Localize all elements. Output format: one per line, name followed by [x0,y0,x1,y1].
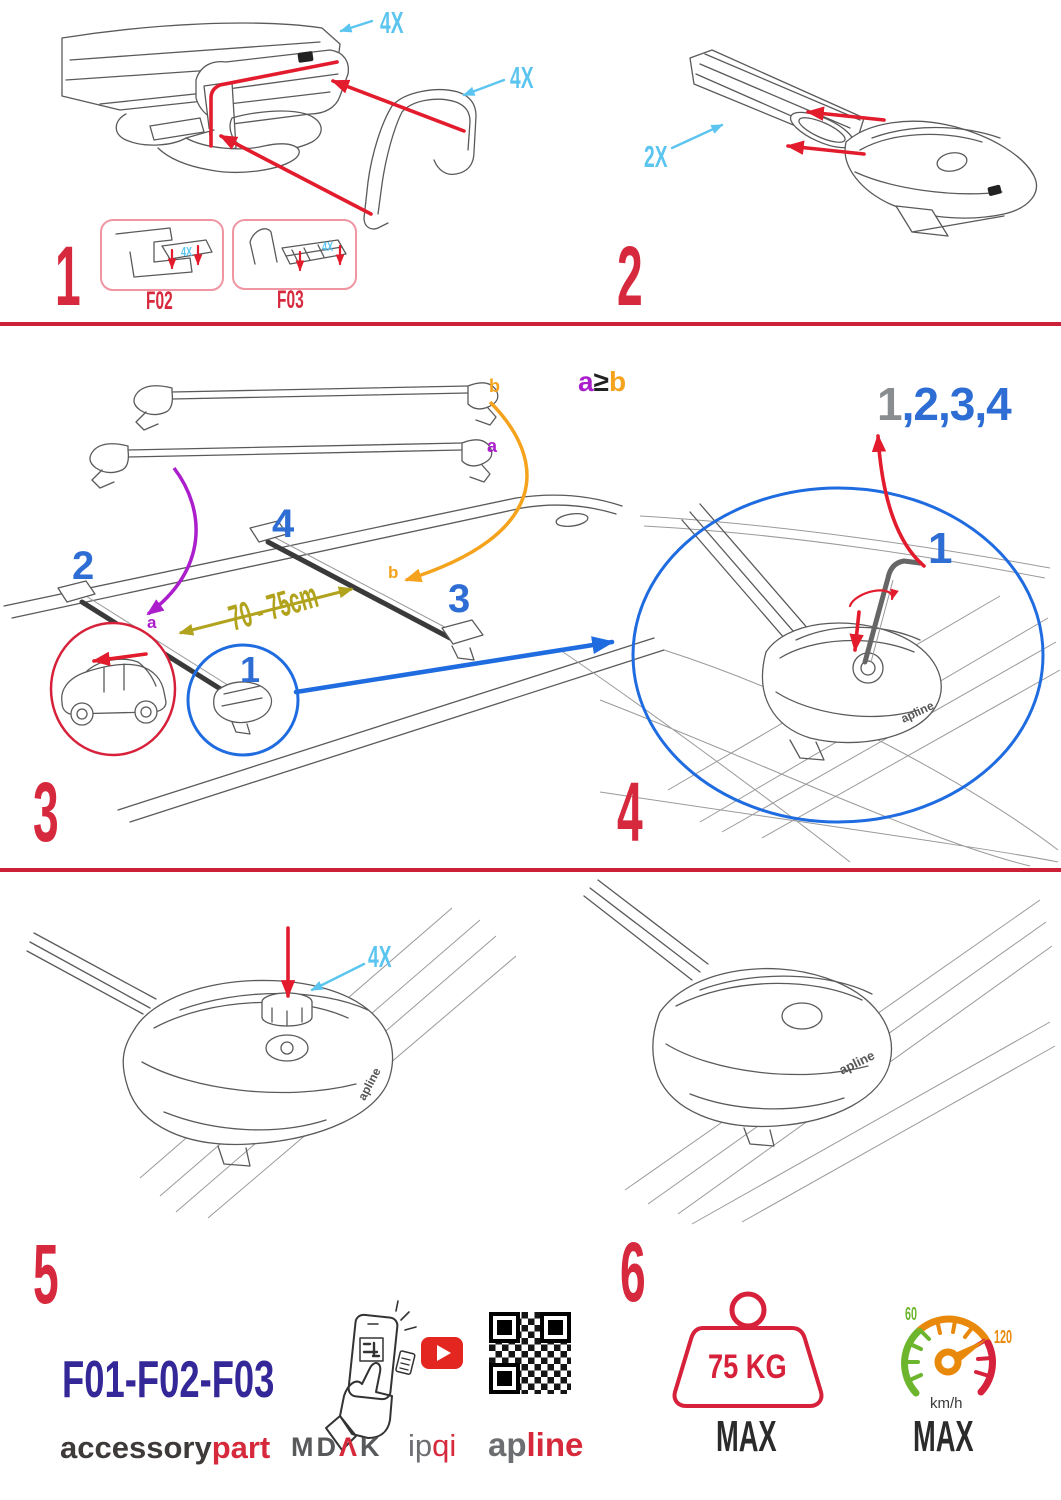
accessorypart-logo-right: part [211,1430,271,1465]
f03-part-box [232,219,357,290]
qr-finder-icon [540,1312,571,1343]
bar-b-label: b [489,376,500,396]
rule-a: a [578,366,594,397]
tighten-sequence: 1,2,3,4 [877,378,1012,430]
weight-max-label: MAX [716,1412,777,1461]
length-rule: a≥b [578,368,626,396]
youtube-icon [421,1337,463,1369]
model-codes: F01-F02-F03 [62,1351,275,1409]
step5-number: 5 [33,1227,59,1321]
step1-cover-qty: 4X [380,5,404,40]
step6-number: 6 [620,1225,646,1319]
youtube-play-triangle [437,1345,451,1361]
step3-roof-art [3,400,1059,867]
step5-cap-art [26,907,517,1219]
car-direction-icon [49,621,177,757]
roof-pos-3: 3 [448,577,471,621]
step2-number: 2 [617,229,643,323]
step4-callout-1: 1 [928,524,953,573]
f02-label: F02 [146,287,173,315]
accessorypart-logo-left: accessory [60,1430,212,1465]
qr-code [489,1312,571,1394]
bar-a-label: a [487,436,498,456]
roof-label-b: b [388,563,399,582]
mdak-md: MD [291,1432,339,1462]
f03-qty: 4X [322,239,334,254]
mdak-k: K [360,1432,383,1462]
f03-label: F03 [277,286,304,314]
ipqi-logo: ipqi [408,1430,456,1461]
step1-number: 1 [55,229,81,323]
ipqi-ip: ip [408,1428,433,1463]
speed-max-label: MAX [913,1412,974,1461]
speed-high-label: 120 [994,1327,1013,1347]
step1-pad-qty: 4X [510,60,534,95]
weight-icon [672,1291,824,1408]
weight-limit-value: 75 KG [708,1348,787,1386]
roof-pos-4: 4 [272,502,295,546]
sequence-first: 1 [877,378,903,430]
apline-logo: apline [488,1428,583,1461]
f02-part-box [100,219,224,291]
speed-unit-label: km/h [930,1395,963,1412]
f03-box-art [249,228,347,272]
apline-ap: ap [488,1426,527,1463]
step2-bar-art [670,49,1038,237]
step1-foot-cover-art [61,19,506,230]
ipqi-qi: qi [432,1428,457,1463]
section-divider-bottom [0,868,1061,872]
qr-finder-icon [489,1312,520,1343]
f02-qty: 4X [181,244,193,259]
accessorypart-logo: accessorypart [60,1432,270,1463]
step3-number: 3 [33,765,59,859]
step6-closed-art [583,879,1056,1225]
step3-bars-art [89,382,499,489]
f02-box-art [115,227,213,278]
sequence-rest: ,2,3,4 [901,378,1012,430]
roof-label-a: a [147,613,157,632]
brand-mark [987,184,1002,196]
apline-line: line [526,1426,584,1463]
brand-mark [297,51,314,63]
rule-gte: ≥ [593,366,609,397]
roof-pos-1: 1 [240,649,261,690]
mdak-a: Λ [339,1432,361,1462]
step5-cap-qty: 4X [368,939,392,974]
section-divider-top [0,322,1061,326]
step4-number: 4 [617,765,643,859]
step2-bar-qty: 2X [644,139,668,174]
phone-scan-icon [325,1300,417,1451]
speed-low-label: 60 [905,1304,918,1324]
mdak-logo: MDΛK [291,1434,383,1461]
qr-finder-icon [489,1363,520,1394]
step4-zoom-art [631,433,1061,839]
roof-pos-2: 2 [72,544,95,588]
rule-b: b [608,366,627,397]
speedometer-icon [901,1315,996,1397]
